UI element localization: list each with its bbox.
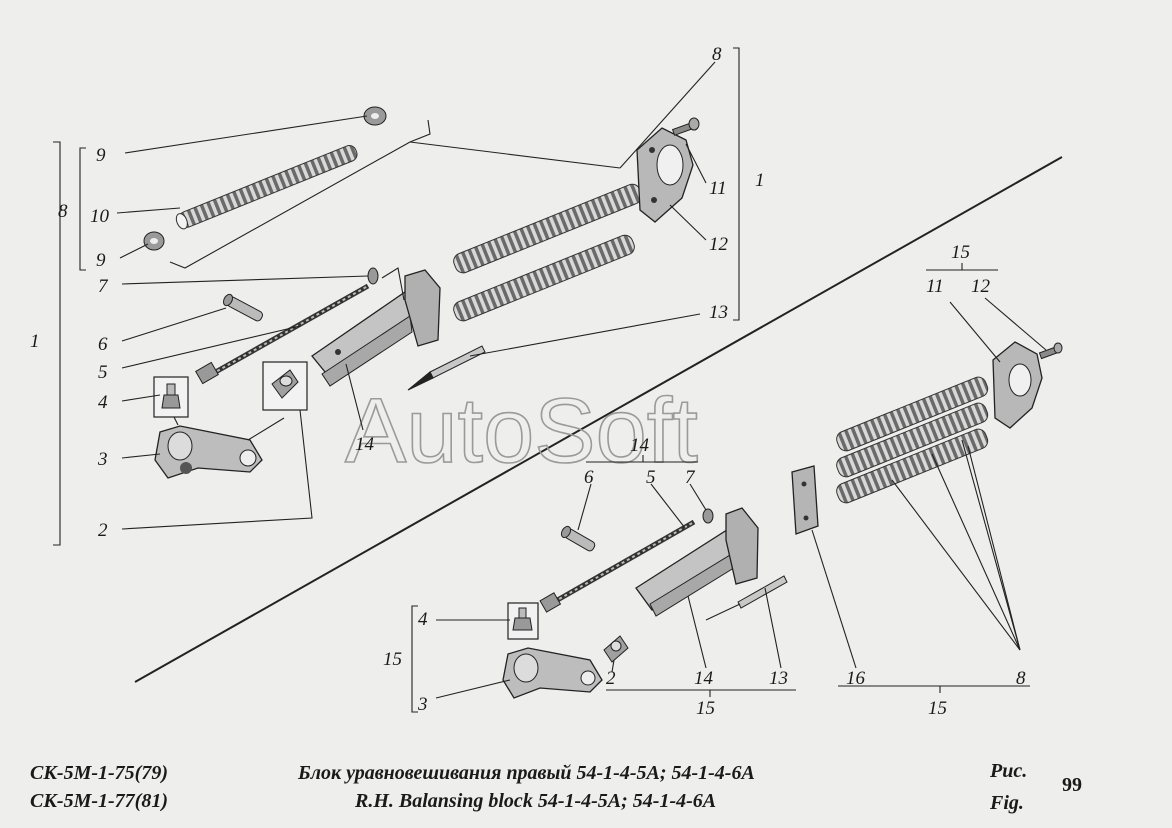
fitting-2-lower: [603, 635, 629, 663]
callout-6: 6: [584, 467, 594, 488]
callout-1: 1: [30, 331, 40, 352]
callout-7: 7: [98, 276, 109, 297]
spring-10: [175, 145, 358, 230]
fig-label-ru: Рис.: [990, 760, 1028, 782]
nut-9-bottom: [143, 231, 165, 251]
spring-8-upper: [453, 183, 643, 274]
nut-9-top: [363, 106, 387, 126]
bolt-11-upper: [671, 117, 700, 136]
rod-5-lower: [539, 519, 696, 613]
callout-5: 5: [646, 467, 656, 488]
washer-7-lower: [702, 508, 714, 524]
lever-3-lower: [502, 647, 603, 699]
flange-12-upper: [636, 127, 694, 223]
pin-6-lower: [560, 525, 596, 552]
callout-11: 11: [926, 276, 944, 297]
callout-14: 14: [694, 668, 714, 689]
callout-12: 12: [709, 234, 729, 255]
callout-15: 15: [696, 698, 715, 719]
flange-12-right: [992, 341, 1043, 429]
lever-3-upper: [154, 425, 263, 479]
callout-4: 4: [418, 609, 428, 630]
callout-8: 8: [58, 201, 68, 222]
callout-2: 2: [606, 668, 616, 689]
callout-7: 7: [685, 467, 696, 488]
fitting-4-upper: [161, 383, 181, 409]
callout-15: 15: [951, 242, 970, 263]
fig-number: 99: [1062, 774, 1082, 796]
callout-5: 5: [98, 362, 108, 383]
callout-12: 12: [971, 276, 991, 297]
wedge-13-upper: [429, 345, 486, 379]
fitting-4-lower: [512, 607, 533, 631]
spring-8-lower: [453, 234, 635, 322]
callout-1: 1: [755, 170, 765, 191]
separator-line: [134, 156, 1063, 683]
callout-4: 4: [98, 392, 108, 413]
callout-15: 15: [383, 649, 402, 670]
bracket-14-upper: [311, 269, 441, 387]
callout-8: 8: [712, 44, 722, 65]
washer-7-upper: [367, 267, 379, 285]
bolt-12-right: [1038, 342, 1063, 360]
fig-label-en: Fig.: [990, 792, 1024, 814]
callout-3: 3: [417, 694, 428, 715]
leader-lines-upper: [53, 47, 740, 546]
bracket-14-lower: [635, 507, 759, 617]
callout-3: 3: [97, 449, 108, 470]
callout-9: 9: [96, 145, 106, 166]
rod-5-upper: [195, 283, 370, 385]
callout-11: 11: [709, 178, 727, 199]
callout-13: 13: [769, 668, 788, 689]
title-en: R.H. Balansing block 54-1-4-5A; 54-1-4-6…: [355, 790, 717, 812]
watermark: AutoSoft: [345, 380, 698, 482]
title-ru: Блок уравновешивания правый 54-1-4-5А; 5…: [298, 762, 755, 784]
callout-16: 16: [846, 668, 866, 689]
callout-14: 14: [630, 435, 650, 456]
callout-10: 10: [90, 206, 110, 227]
spring-8-right-2: [836, 402, 989, 478]
model-line-2: СК-5М-1-77(81): [30, 790, 168, 812]
callout-13: 13: [709, 302, 728, 323]
callout-numbers: 9 8 10 9 7 6 1 5 4 3 2 14 8 11 1 12 13 1…: [30, 44, 1026, 719]
model-line-1: СК-5М-1-75(79): [30, 762, 168, 784]
callout-6: 6: [98, 334, 108, 355]
spring-8-right-1: [836, 376, 989, 452]
wedge-13-lower: [737, 575, 788, 609]
pin-6-upper: [222, 293, 263, 322]
fitting-2-upper: [271, 369, 299, 399]
plate-16: [791, 465, 819, 535]
spring-8-right-3: [836, 428, 989, 504]
leader-lines-lower: [411, 263, 1047, 713]
callout-2: 2: [98, 520, 108, 541]
callout-15: 15: [928, 698, 947, 719]
callout-14: 14: [355, 434, 375, 455]
callout-9: 9: [96, 250, 106, 271]
callout-8: 8: [1016, 668, 1026, 689]
